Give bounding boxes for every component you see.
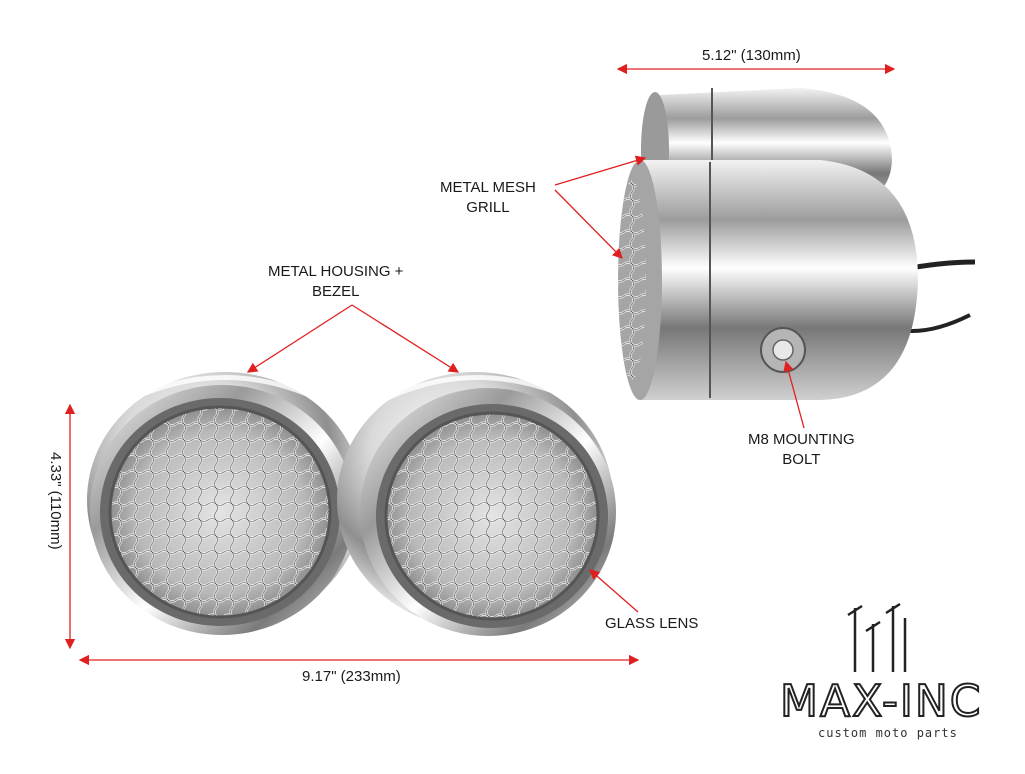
label-metal-mesh-grill: METAL MESH GRILL <box>440 179 536 216</box>
dimension-height: 4.33" (110mm) <box>47 452 64 550</box>
brand-name: MAX-INC <box>779 675 983 728</box>
label-m8-mounting-bolt: M8 MOUNTING BOLT <box>748 431 855 468</box>
dimension-lines <box>64 63 896 666</box>
brand-tagline: custom moto parts <box>818 726 958 740</box>
label-glass-lens: GLASS LENS <box>605 615 699 632</box>
dimension-width: 9.17" (233mm) <box>302 668 401 685</box>
dimension-depth: 5.12" (130mm) <box>702 47 801 64</box>
label-metal-housing-bezel: METAL HOUSING + BEZEL <box>268 263 404 300</box>
callout-arrows <box>246 155 805 613</box>
brand-logo-mark <box>847 602 907 672</box>
twin-headlight-front-view <box>87 372 616 636</box>
headlight-side-view <box>618 88 976 400</box>
